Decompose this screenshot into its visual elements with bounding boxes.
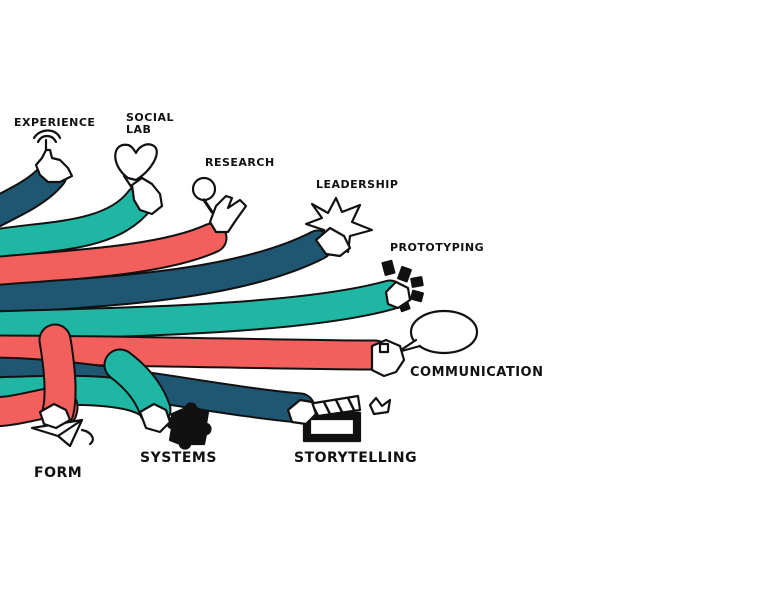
speech-bubble-icon	[396, 309, 479, 355]
label-storytelling: Storytelling	[294, 450, 418, 466]
label-leadership: Leadership	[316, 178, 399, 191]
paper-plane-icon	[30, 418, 94, 448]
magnifier-icon	[191, 176, 217, 214]
label-communication: Communication	[410, 365, 544, 380]
label-social-line2: Lab	[126, 122, 152, 136]
label-prototyping: Prototyping	[390, 241, 485, 254]
label-form: Form	[34, 465, 83, 481]
clapperboard-icon	[300, 394, 392, 443]
label-research: Research	[205, 156, 275, 169]
label-social-lab: Social Lab	[126, 112, 174, 135]
touch-hand-icon	[32, 129, 74, 184]
label-social-line1: Social	[126, 111, 174, 124]
label-systems: Systems	[140, 450, 217, 466]
puzzle-piece-icon	[166, 402, 212, 450]
heart-icon	[114, 143, 158, 182]
label-experience: Experience	[14, 116, 96, 129]
blocks-icon	[381, 259, 424, 313]
